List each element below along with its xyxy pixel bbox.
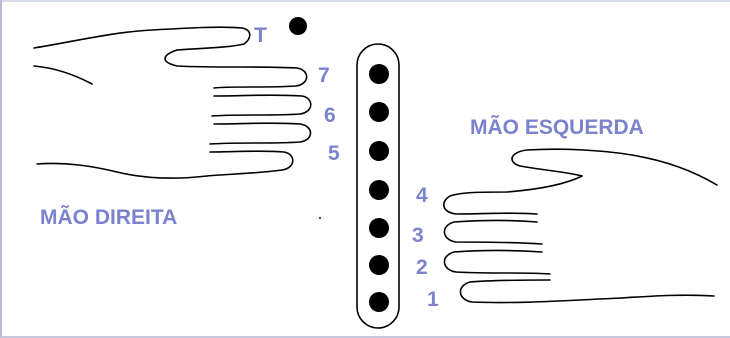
hole-4-dot (369, 218, 389, 238)
left-hand-palm-outline (622, 295, 714, 298)
right-hand-label: MÃO DIREITA (40, 206, 177, 229)
hole-extra-dot (369, 180, 389, 200)
hole-5-dot (369, 141, 389, 161)
left-hand-drawing (444, 149, 717, 302)
right-hand-wrist-outline (34, 66, 92, 84)
hole-2-dot (369, 292, 389, 312)
hole-6-dot (369, 102, 389, 122)
right-hand-drawing (34, 27, 311, 178)
hole-3-dot (369, 255, 389, 275)
hole-3-label: 3 (412, 224, 424, 247)
right-hand-middle-finger (212, 95, 311, 116)
right-hand-back-outline (165, 50, 307, 88)
left-hand-back-outline (444, 176, 582, 214)
right-hand-thumb-outline (34, 27, 250, 50)
speck (319, 217, 321, 219)
hole-4-label: 4 (416, 184, 428, 207)
hole-2-label: 2 (416, 256, 428, 279)
hole-6-label: 6 (324, 104, 336, 127)
hole-5-label: 5 (328, 142, 340, 165)
thumb-label: T (254, 24, 267, 47)
left-hand-index-finger (444, 221, 542, 245)
hole-7-dot (369, 64, 389, 84)
right-hand-ring-finger (210, 123, 311, 144)
right-hand-little-finger (207, 151, 293, 176)
left-hand-middle-finger (444, 251, 550, 275)
hole-1-label: 1 (427, 288, 439, 311)
right-hand-palm-outline (37, 163, 207, 178)
hole-7-label: 7 (318, 64, 330, 87)
thumb-hole-dot (289, 17, 307, 35)
left-hand-thumb-outline (512, 149, 717, 185)
recorder (289, 17, 399, 328)
left-hand-label: MÃO ESQUERDA (470, 116, 644, 139)
left-hand-ring-finger (460, 280, 622, 303)
